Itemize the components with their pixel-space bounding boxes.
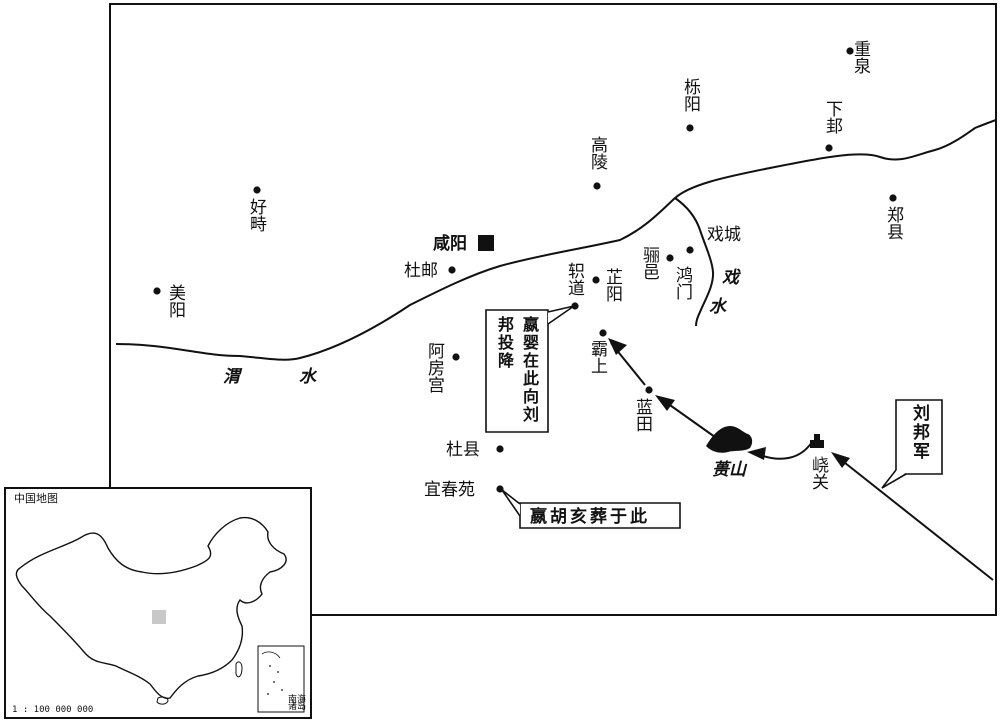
callout-huhai-text: 嬴胡亥葬于此	[530, 506, 650, 527]
inset-scs-label-2: 诸岛	[288, 700, 306, 712]
label-zhengxian: 郑县	[883, 206, 904, 240]
label-xiagui: 下邽	[822, 100, 843, 134]
route-arrowheads	[608, 338, 850, 468]
inset-scs-label-1: 南海	[288, 693, 306, 705]
label-meiyang: 美阳	[165, 284, 186, 318]
label-xi-river-1: 戏	[722, 268, 741, 288]
label-chongquan: 重泉	[850, 40, 871, 74]
label-huangshan: 蒉山	[712, 460, 748, 480]
dot-duxian	[496, 445, 504, 453]
china-outline	[15, 516, 287, 699]
wei-river	[115, 119, 997, 361]
taiwan-island	[235, 661, 243, 678]
label-yichunyuan: 宜春苑	[424, 480, 475, 500]
label-wei-river-2: 水	[299, 367, 318, 387]
dot-afanggong	[452, 353, 460, 361]
label-duyou: 杜邮	[404, 261, 438, 281]
dot-lantian	[645, 386, 653, 394]
callout-ziying-surrender: 嬴婴在此向刘邦投降	[485, 305, 575, 433]
inset-china-map: 中国地图 南海 诸岛 1 : 100 000 000	[4, 487, 312, 719]
callout-liubang-text: 刘邦军	[909, 404, 929, 461]
label-duxian: 杜县	[446, 440, 480, 460]
hainan-island	[156, 696, 169, 705]
inset-title: 中国地图	[14, 492, 58, 505]
inset-highlight-guanzhong	[152, 610, 166, 624]
dot-zhengxian	[889, 194, 897, 202]
label-xicheng: 戏城	[707, 225, 741, 245]
label-xi-river-2: 水	[709, 297, 728, 317]
dot-lijyi	[666, 254, 674, 262]
dot-xiagui	[825, 144, 833, 152]
inset-south-china-sea-box: 南海 诸岛	[257, 645, 306, 713]
dot-meiyang	[153, 287, 161, 295]
label-zhiyang: 芷阳	[602, 268, 623, 302]
dot-gaoling	[593, 182, 601, 190]
callout-huhai-buried: 嬴胡亥葬于此	[501, 489, 681, 529]
dot-bashang	[599, 329, 607, 337]
label-lantian: 蓝田	[632, 398, 653, 432]
huangshan-symbol	[706, 426, 753, 453]
label-zhidao: 轵道	[564, 262, 585, 296]
label-bashang: 霸上	[587, 340, 608, 374]
dot-zhiyang	[592, 276, 600, 284]
dot-duyou	[448, 266, 456, 274]
label-yaoguan: 峣关	[808, 456, 829, 490]
callout-liubang-army: 刘邦军	[881, 399, 943, 489]
label-liyang: 栎阳	[680, 78, 701, 112]
callout-ziying-text: 嬴婴在此向刘邦投降	[495, 316, 539, 424]
label-xianyang: 咸阳	[433, 233, 467, 254]
inset-scale: 1 : 100 000 000	[12, 705, 93, 715]
dot-chongquan	[846, 47, 854, 55]
yaoguan-symbol	[810, 434, 824, 448]
xi-river	[674, 197, 715, 327]
xianyang-square	[478, 235, 494, 251]
label-haozhi: 好畤	[246, 198, 267, 232]
label-afanggong: 阿房宫	[424, 342, 445, 393]
label-lijyi: 骊邑	[639, 246, 660, 280]
label-wei-river-1: 渭	[223, 367, 243, 387]
place-dots	[153, 47, 897, 493]
dot-zhidao	[571, 302, 579, 310]
dot-haozhi	[253, 186, 261, 194]
label-hongmen: 鸿门	[672, 266, 693, 301]
dot-hongmen	[686, 246, 694, 254]
dot-liyang	[686, 124, 694, 132]
label-gaoling: 高陵	[587, 136, 607, 170]
